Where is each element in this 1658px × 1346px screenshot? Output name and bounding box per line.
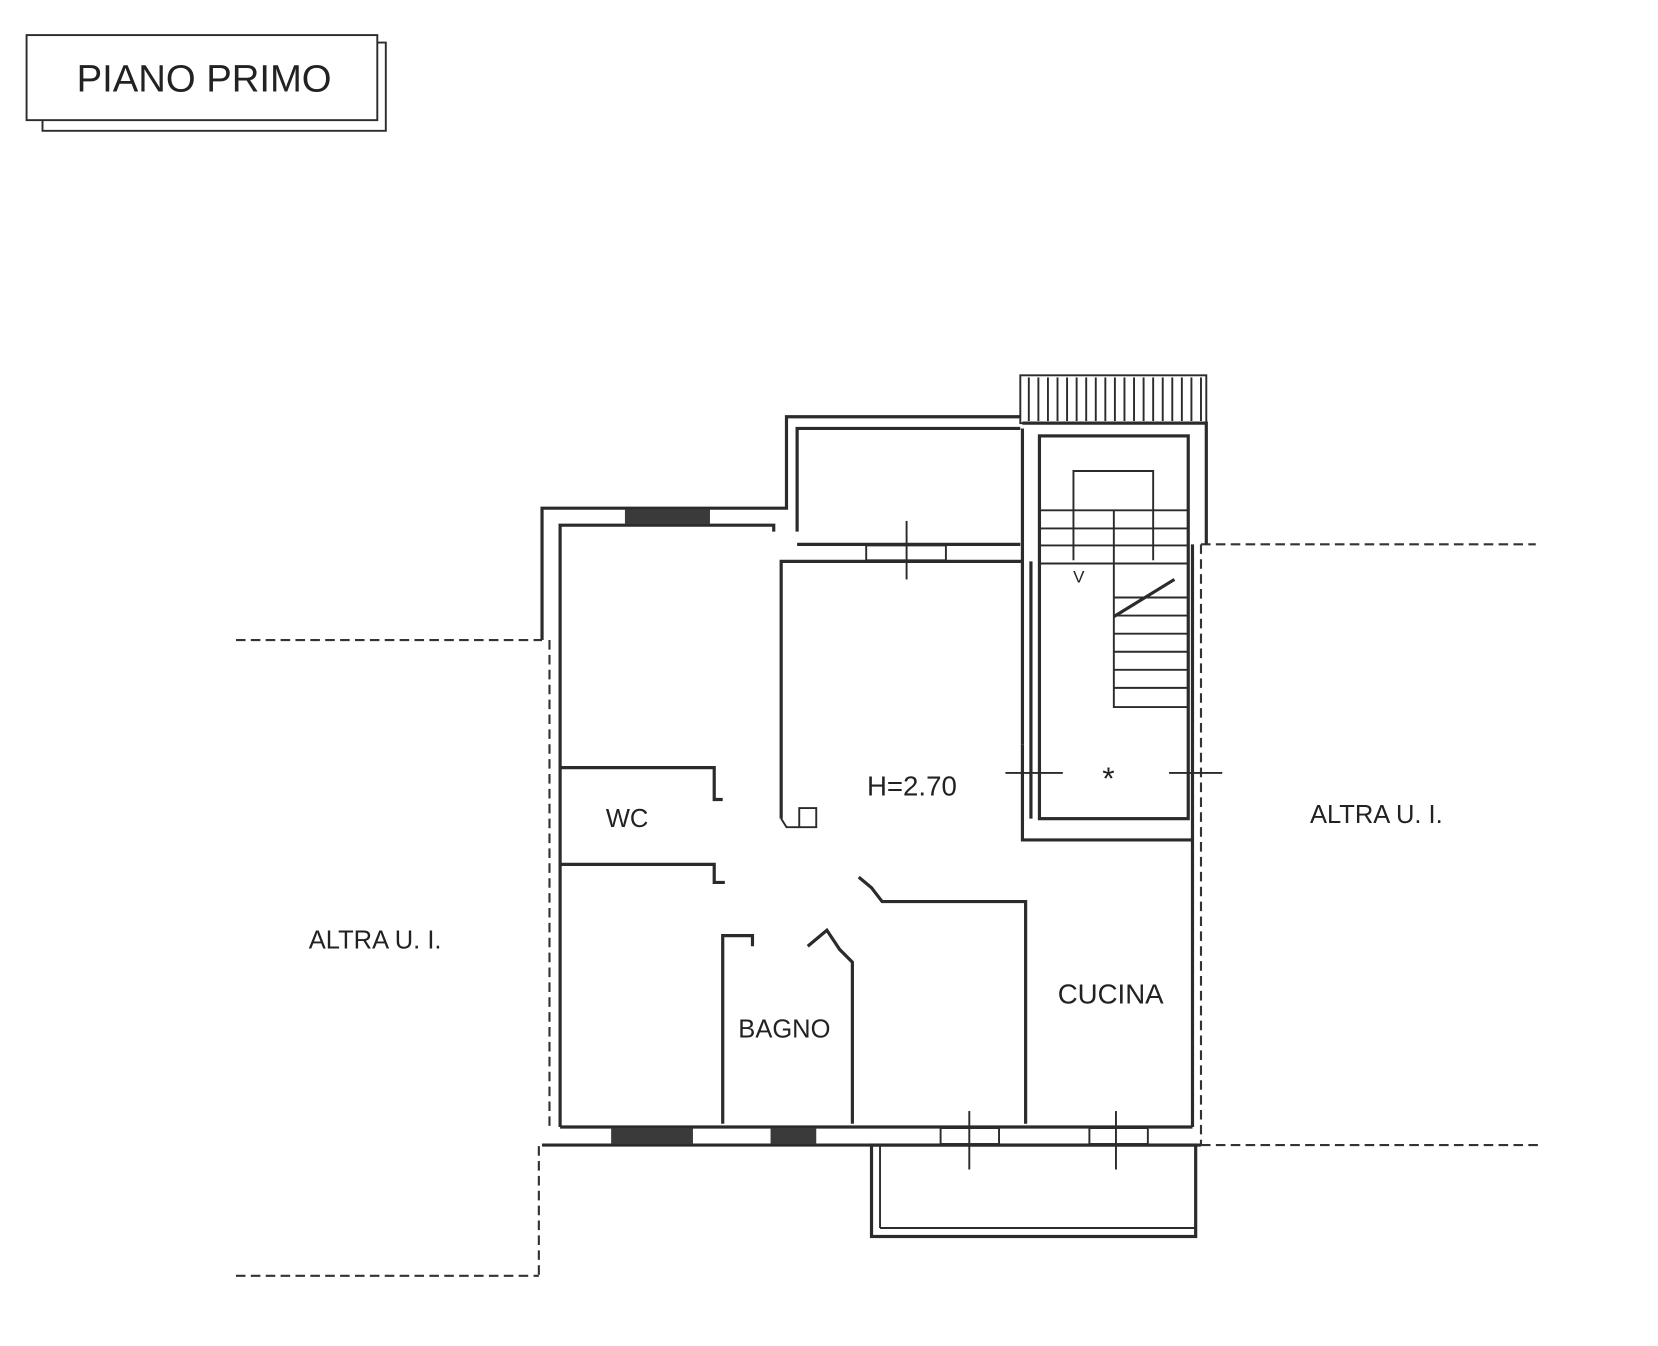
window-top <box>624 509 710 525</box>
neighbor-label-right: ALTRA U. I. <box>1310 801 1443 829</box>
bottom-balcony <box>869 1143 1198 1239</box>
hatched-terrace <box>1019 374 1208 425</box>
room-label-bagno: BAGNO <box>738 1016 830 1044</box>
room-label-wc: WC <box>606 805 648 833</box>
ceiling-height-label: H=2.70 <box>867 770 957 801</box>
interior-walls <box>560 744 1223 1124</box>
window-bottom-left <box>611 1128 693 1144</box>
window-bagno <box>770 1128 817 1144</box>
plan-title: PIANO PRIMO <box>77 57 332 100</box>
svg-text:V: V <box>1073 568 1085 587</box>
boundary-lines <box>235 543 1539 1277</box>
windows <box>611 509 1149 1170</box>
neighbor-label-left: ALTRA U. I. <box>309 926 442 954</box>
staircase: V <box>1039 470 1189 708</box>
room-label-cucina: CUCINA <box>1058 979 1164 1010</box>
stair-marker: * <box>1102 760 1114 796</box>
title-box: PIANO PRIMO <box>25 34 387 132</box>
